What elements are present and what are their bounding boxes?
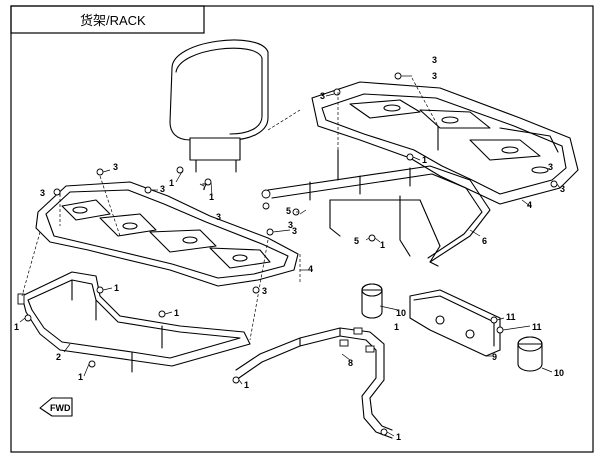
grab-handle-bar — [235, 327, 393, 439]
callout-3: 3 — [432, 55, 437, 65]
callout-5: 5 — [286, 206, 291, 216]
callout-4: 4 — [308, 264, 313, 274]
callout-11: 11 — [532, 322, 542, 332]
callout-10: 10 — [396, 308, 406, 318]
diagram-frame — [10, 5, 594, 453]
callout-1: 1 — [396, 432, 401, 442]
callout-1: 1 — [244, 380, 249, 390]
callout-6: 6 — [482, 236, 487, 246]
callout-1: 1 — [114, 283, 119, 293]
front-rack-frame — [17, 271, 251, 373]
leader-lines — [19, 75, 561, 437]
callout-3: 3 — [216, 212, 221, 222]
backrest-cushion — [169, 39, 269, 173]
callout-1: 1 — [78, 372, 83, 382]
callout-1: 1 — [174, 308, 179, 318]
callout-7: 7 — [202, 182, 207, 192]
callout-3: 3 — [320, 91, 325, 101]
mounting-bracket — [409, 289, 501, 357]
spacer-lower — [517, 336, 543, 372]
callout-1: 1 — [209, 192, 214, 202]
rear-rack-frame — [261, 125, 491, 267]
callout-3: 3 — [292, 226, 297, 236]
callout-3: 3 — [262, 286, 267, 296]
callout-5: 5 — [354, 236, 359, 246]
title-box — [10, 5, 205, 34]
callout-3: 3 — [288, 220, 293, 230]
callout-3: 3 — [560, 184, 565, 194]
callout-10: 10 — [554, 368, 564, 378]
callout-3: 3 — [548, 162, 553, 172]
fastener-bolts — [24, 72, 558, 436]
callout-1: 1 — [169, 178, 174, 188]
callout-4: 4 — [527, 200, 532, 210]
spacer-upper — [361, 283, 383, 319]
fwd-direction-badge: FWD — [39, 397, 73, 417]
front-rack-plate — [35, 181, 299, 287]
callout-3: 3 — [432, 71, 437, 81]
diagram-title: 货架/RACK — [80, 13, 146, 28]
callout-labels: 3 3 3 1 1 7 1 3 3 3 3 3 4 3 5 3 5 6 4 3 … — [14, 55, 565, 442]
fwd-label: FWD — [50, 403, 71, 413]
callout-11: 11 — [506, 312, 516, 322]
callout-1: 1 — [394, 322, 399, 332]
callout-9: 9 — [492, 352, 497, 362]
callout-8: 8 — [348, 358, 353, 368]
callout-1: 1 — [14, 322, 19, 332]
callout-3: 3 — [40, 188, 45, 198]
rear-rack-plate — [311, 81, 579, 205]
callout-3: 3 — [160, 184, 165, 194]
callout-1: 1 — [422, 155, 427, 165]
callout-2: 2 — [56, 352, 61, 362]
callout-1: 1 — [380, 240, 385, 250]
callout-3: 3 — [113, 162, 118, 172]
